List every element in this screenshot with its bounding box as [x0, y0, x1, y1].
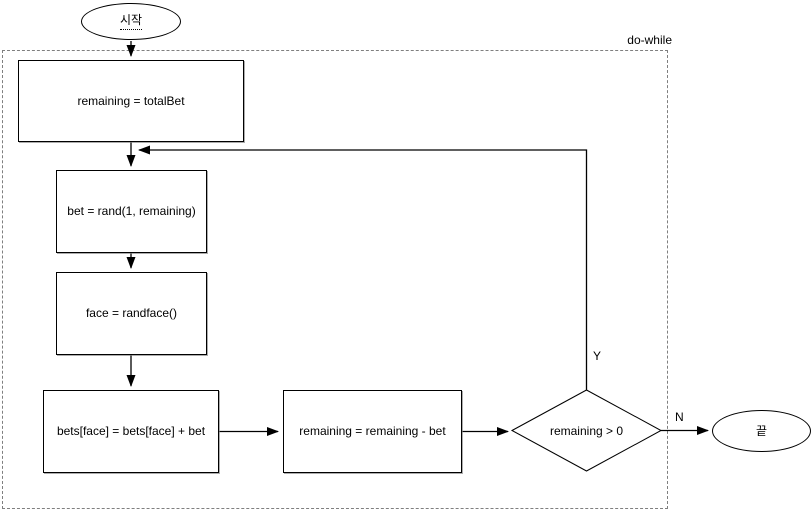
- end-terminator: 끝: [712, 410, 811, 452]
- process-subtract-bet-label: remaining = remaining - bet: [299, 424, 446, 438]
- process-face-randface: face = randface(): [56, 272, 207, 355]
- do-while-container-label: do-while: [627, 33, 672, 47]
- do-while-container: [2, 50, 668, 509]
- process-subtract-bet: remaining = remaining - bet: [283, 390, 462, 473]
- process-add-bet: bets[face] = bets[face] + bet: [43, 390, 219, 473]
- start-label: 시작: [119, 13, 143, 30]
- process-bet-rand-label: bet = rand(1, remaining): [67, 204, 196, 218]
- edge-label-yes: Y: [592, 349, 603, 363]
- edge-decision-yes-loopback: [138, 145, 588, 390]
- start-terminator: 시작: [81, 3, 181, 40]
- process-bet-rand: bet = rand(1, remaining): [56, 170, 207, 253]
- process-init-remaining: remaining = totalBet: [18, 60, 244, 142]
- process-add-bet-label: bets[face] = bets[face] + bet: [56, 424, 206, 438]
- decision-remaining-gt-zero: remaining > 0: [512, 390, 661, 471]
- process-init-remaining-label: remaining = totalBet: [77, 93, 185, 108]
- process-face-randface-label: face = randface(): [85, 306, 178, 320]
- edge-label-no: N: [674, 410, 685, 424]
- decision-remaining-gt-zero-label: remaining > 0: [549, 423, 624, 438]
- decision-diamond-shape: [510, 389, 663, 472]
- end-label: 끝: [755, 423, 768, 438]
